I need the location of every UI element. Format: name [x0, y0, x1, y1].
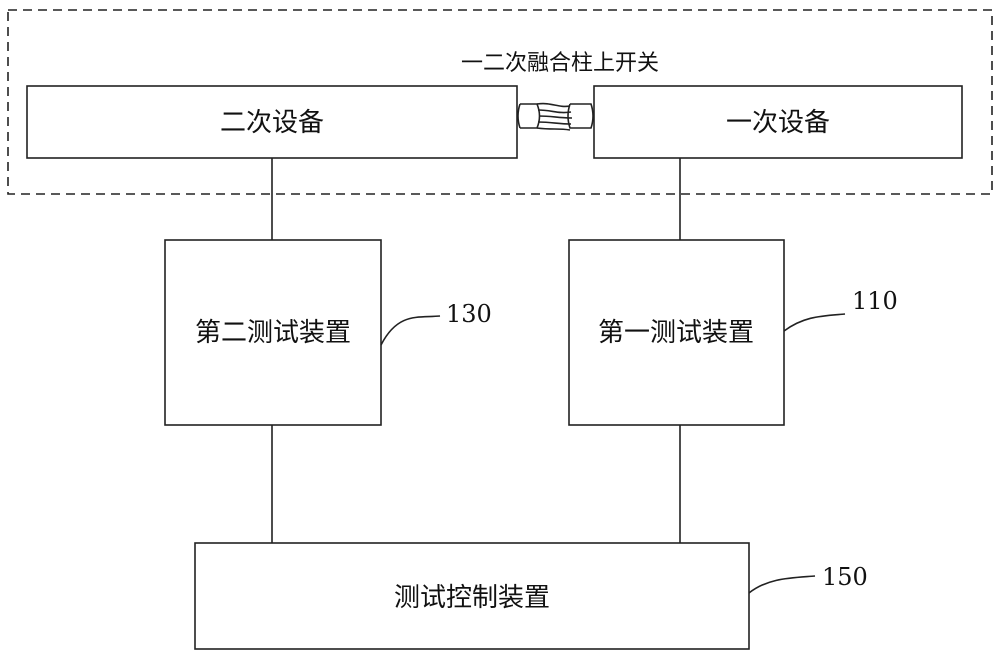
secondary-device-label: 二次设备: [220, 108, 324, 138]
ref-leader-130: [380, 315, 441, 346]
ref-leader-150: [748, 575, 816, 594]
switch-group-label: 一二次融合柱上开关: [461, 51, 659, 76]
second-test-device-label: 第二测试装置: [195, 318, 351, 348]
ref-leader-110: [783, 313, 846, 332]
first-test-device-box: 第一测试装置: [568, 239, 785, 426]
ref-label-130: 130: [446, 300, 492, 328]
test-control-device-label: 测试控制装置: [394, 583, 550, 613]
second-test-device-box: 第二测试装置: [164, 239, 382, 426]
primary-device-box: 一次设备: [593, 85, 963, 159]
test-control-device-box: 测试控制装置: [194, 542, 750, 650]
cable-connector-icon: [517, 102, 594, 131]
primary-device-label: 一次设备: [726, 108, 830, 138]
secondary-device-box: 二次设备: [26, 85, 518, 159]
first-test-device-label: 第一测试装置: [598, 318, 754, 348]
switch-group-frame: [7, 9, 993, 195]
ref-label-110: 110: [852, 287, 898, 315]
ref-label-150: 150: [822, 563, 868, 591]
